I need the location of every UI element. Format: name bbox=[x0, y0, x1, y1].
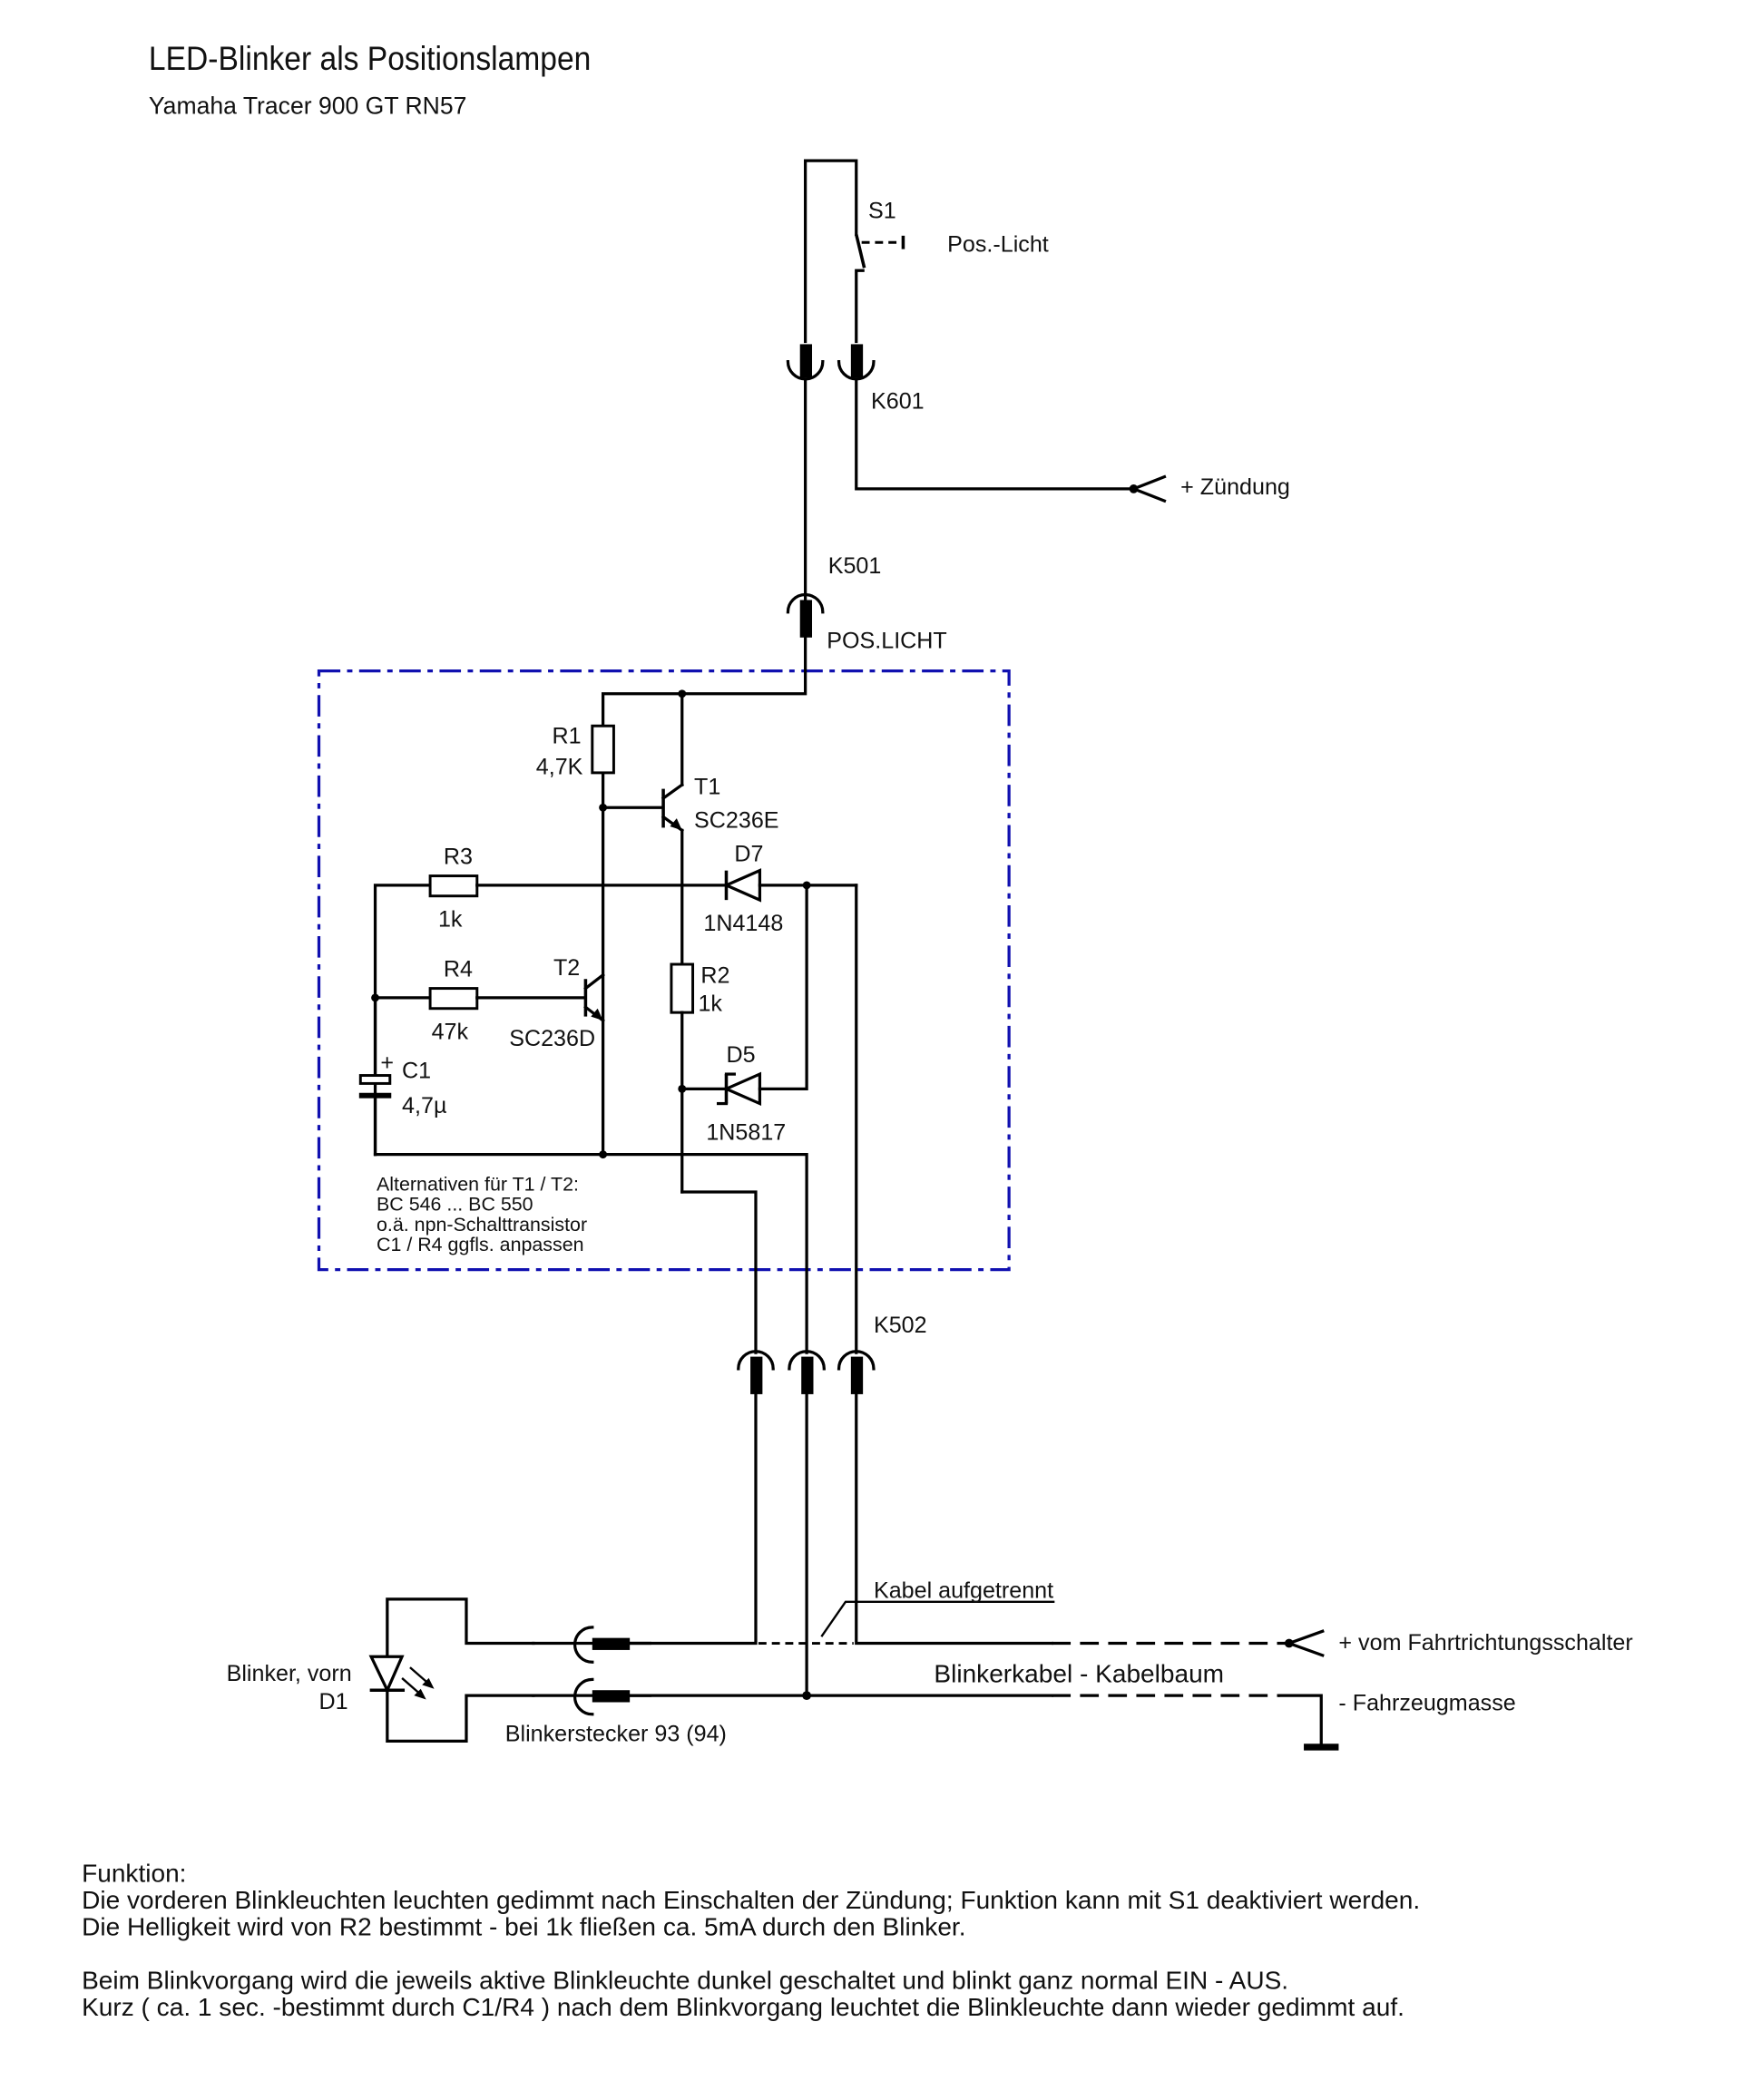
d1-label: Blinker, vorn bbox=[227, 1661, 352, 1686]
r3-value: 1k bbox=[438, 907, 463, 933]
ignition-label: + Zündung bbox=[1180, 474, 1290, 500]
svg-text:Beim Blinkvorgang wird die jew: Beim Blinkvorgang wird die jeweils aktiv… bbox=[82, 1966, 1288, 1994]
page-subtitle: Yamaha Tracer 900 GT RN57 bbox=[149, 92, 466, 119]
s1-ref: S1 bbox=[868, 199, 896, 224]
turn-switch-terminal: + vom Fahrtrichtungsschalter bbox=[1284, 1629, 1633, 1657]
ignition-terminal: + Zündung bbox=[1129, 474, 1290, 503]
alternatives-note: Alternativen für T1 / T2: BC 546 ... BC … bbox=[377, 1174, 587, 1255]
diode-d5: D5 1N5817 bbox=[706, 1042, 786, 1146]
blinker-plug: Blinkerstecker 93 (94) bbox=[505, 1626, 727, 1746]
cable-cut-callout: Kabel aufgetrennt bbox=[820, 1577, 1055, 1637]
d7-value: 1N4148 bbox=[703, 911, 783, 936]
r4-ref: R4 bbox=[444, 956, 473, 982]
c1-ref: C1 bbox=[402, 1059, 431, 1084]
plug-label: Blinkerstecker 93 (94) bbox=[505, 1721, 727, 1746]
connector-k501: K501 POS.LICHT bbox=[786, 553, 947, 654]
r2-ref: R2 bbox=[700, 963, 729, 989]
svg-text:Alternativen für T1 / T2:: Alternativen für T1 / T2: bbox=[377, 1174, 579, 1196]
turn-switch-label: + vom Fahrtrichtungsschalter bbox=[1338, 1630, 1632, 1656]
r3-ref: R3 bbox=[444, 844, 473, 869]
t2-ref: T2 bbox=[553, 955, 580, 981]
capacitor-c1: + C1 4,7µ bbox=[358, 996, 446, 1157]
ground-label: - Fahrzeugmasse bbox=[1338, 1690, 1515, 1715]
t1-ref: T1 bbox=[694, 775, 720, 800]
connector-k502: K502 bbox=[737, 1313, 927, 1394]
svg-text:Die Helligkeit wird von R2 bes: Die Helligkeit wird von R2 bestimmt - be… bbox=[82, 1912, 965, 1940]
resistor-r4: R4 47k bbox=[428, 956, 479, 1045]
resistor-r1: R1 4,7K bbox=[536, 723, 615, 779]
transistor-t1: T1 SC236E bbox=[601, 692, 779, 833]
d5-value: 1N5817 bbox=[706, 1119, 786, 1145]
svg-text:BC 546 ... BC 550: BC 546 ... BC 550 bbox=[377, 1194, 533, 1216]
cable-cut-label: Kabel aufgetrennt bbox=[874, 1577, 1053, 1603]
k501-ref: K501 bbox=[828, 553, 882, 579]
d1-ref: D1 bbox=[319, 1689, 348, 1714]
harness-label: Blinkerkabel - Kabelbaum bbox=[934, 1659, 1224, 1687]
blinker-d1: Blinker, vorn D1 bbox=[227, 1597, 535, 1743]
s1-label: Pos.-Licht bbox=[947, 232, 1049, 258]
k502-ref: K502 bbox=[874, 1313, 927, 1338]
ground-symbol: - Fahrzeugmasse bbox=[1277, 1690, 1516, 1751]
d7-ref: D7 bbox=[734, 841, 763, 866]
d5-ref: D5 bbox=[726, 1042, 755, 1068]
r1-ref: R1 bbox=[552, 723, 581, 748]
switch-s1: S1 Pos.-Licht bbox=[804, 159, 1049, 344]
function-heading: Funktion: bbox=[82, 1859, 186, 1887]
diode-d7: D7 1N4148 bbox=[703, 841, 783, 936]
resistor-r2: R2 1k bbox=[670, 962, 730, 1017]
function-description: Funktion: Die vorderen Blinkleuchten leu… bbox=[82, 1859, 1420, 2021]
connector-k601: K601 bbox=[786, 344, 925, 414]
page-title: LED-Blinker als Positionslampen bbox=[149, 40, 591, 77]
r2-value: 1k bbox=[698, 991, 722, 1017]
svg-text:Die vorderen Blinkleuchten leu: Die vorderen Blinkleuchten leuchten gedi… bbox=[82, 1886, 1420, 1914]
t1-value: SC236E bbox=[694, 807, 778, 833]
transistor-t2: T2 SC236D bbox=[509, 955, 605, 1051]
r1-value: 4,7K bbox=[536, 754, 583, 779]
svg-text:Kurz ( ca. 1 sec. -bestimmt du: Kurz ( ca. 1 sec. -bestimmt durch C1/R4 … bbox=[82, 1993, 1404, 2021]
svg-text:o.ä. npn-Schalttransistor: o.ä. npn-Schalttransistor bbox=[377, 1214, 587, 1236]
c1-polarity: + bbox=[380, 1050, 394, 1076]
r4-value: 47k bbox=[432, 1020, 469, 1045]
t2-value: SC236D bbox=[509, 1026, 595, 1051]
resistor-r3: R3 1k bbox=[428, 844, 479, 933]
k601-ref: K601 bbox=[871, 388, 925, 414]
c1-value: 4,7µ bbox=[402, 1093, 446, 1118]
k501-label: POS.LICHT bbox=[827, 629, 946, 654]
svg-text:C1 / R4 ggfls. anpassen: C1 / R4 ggfls. anpassen bbox=[377, 1234, 584, 1255]
